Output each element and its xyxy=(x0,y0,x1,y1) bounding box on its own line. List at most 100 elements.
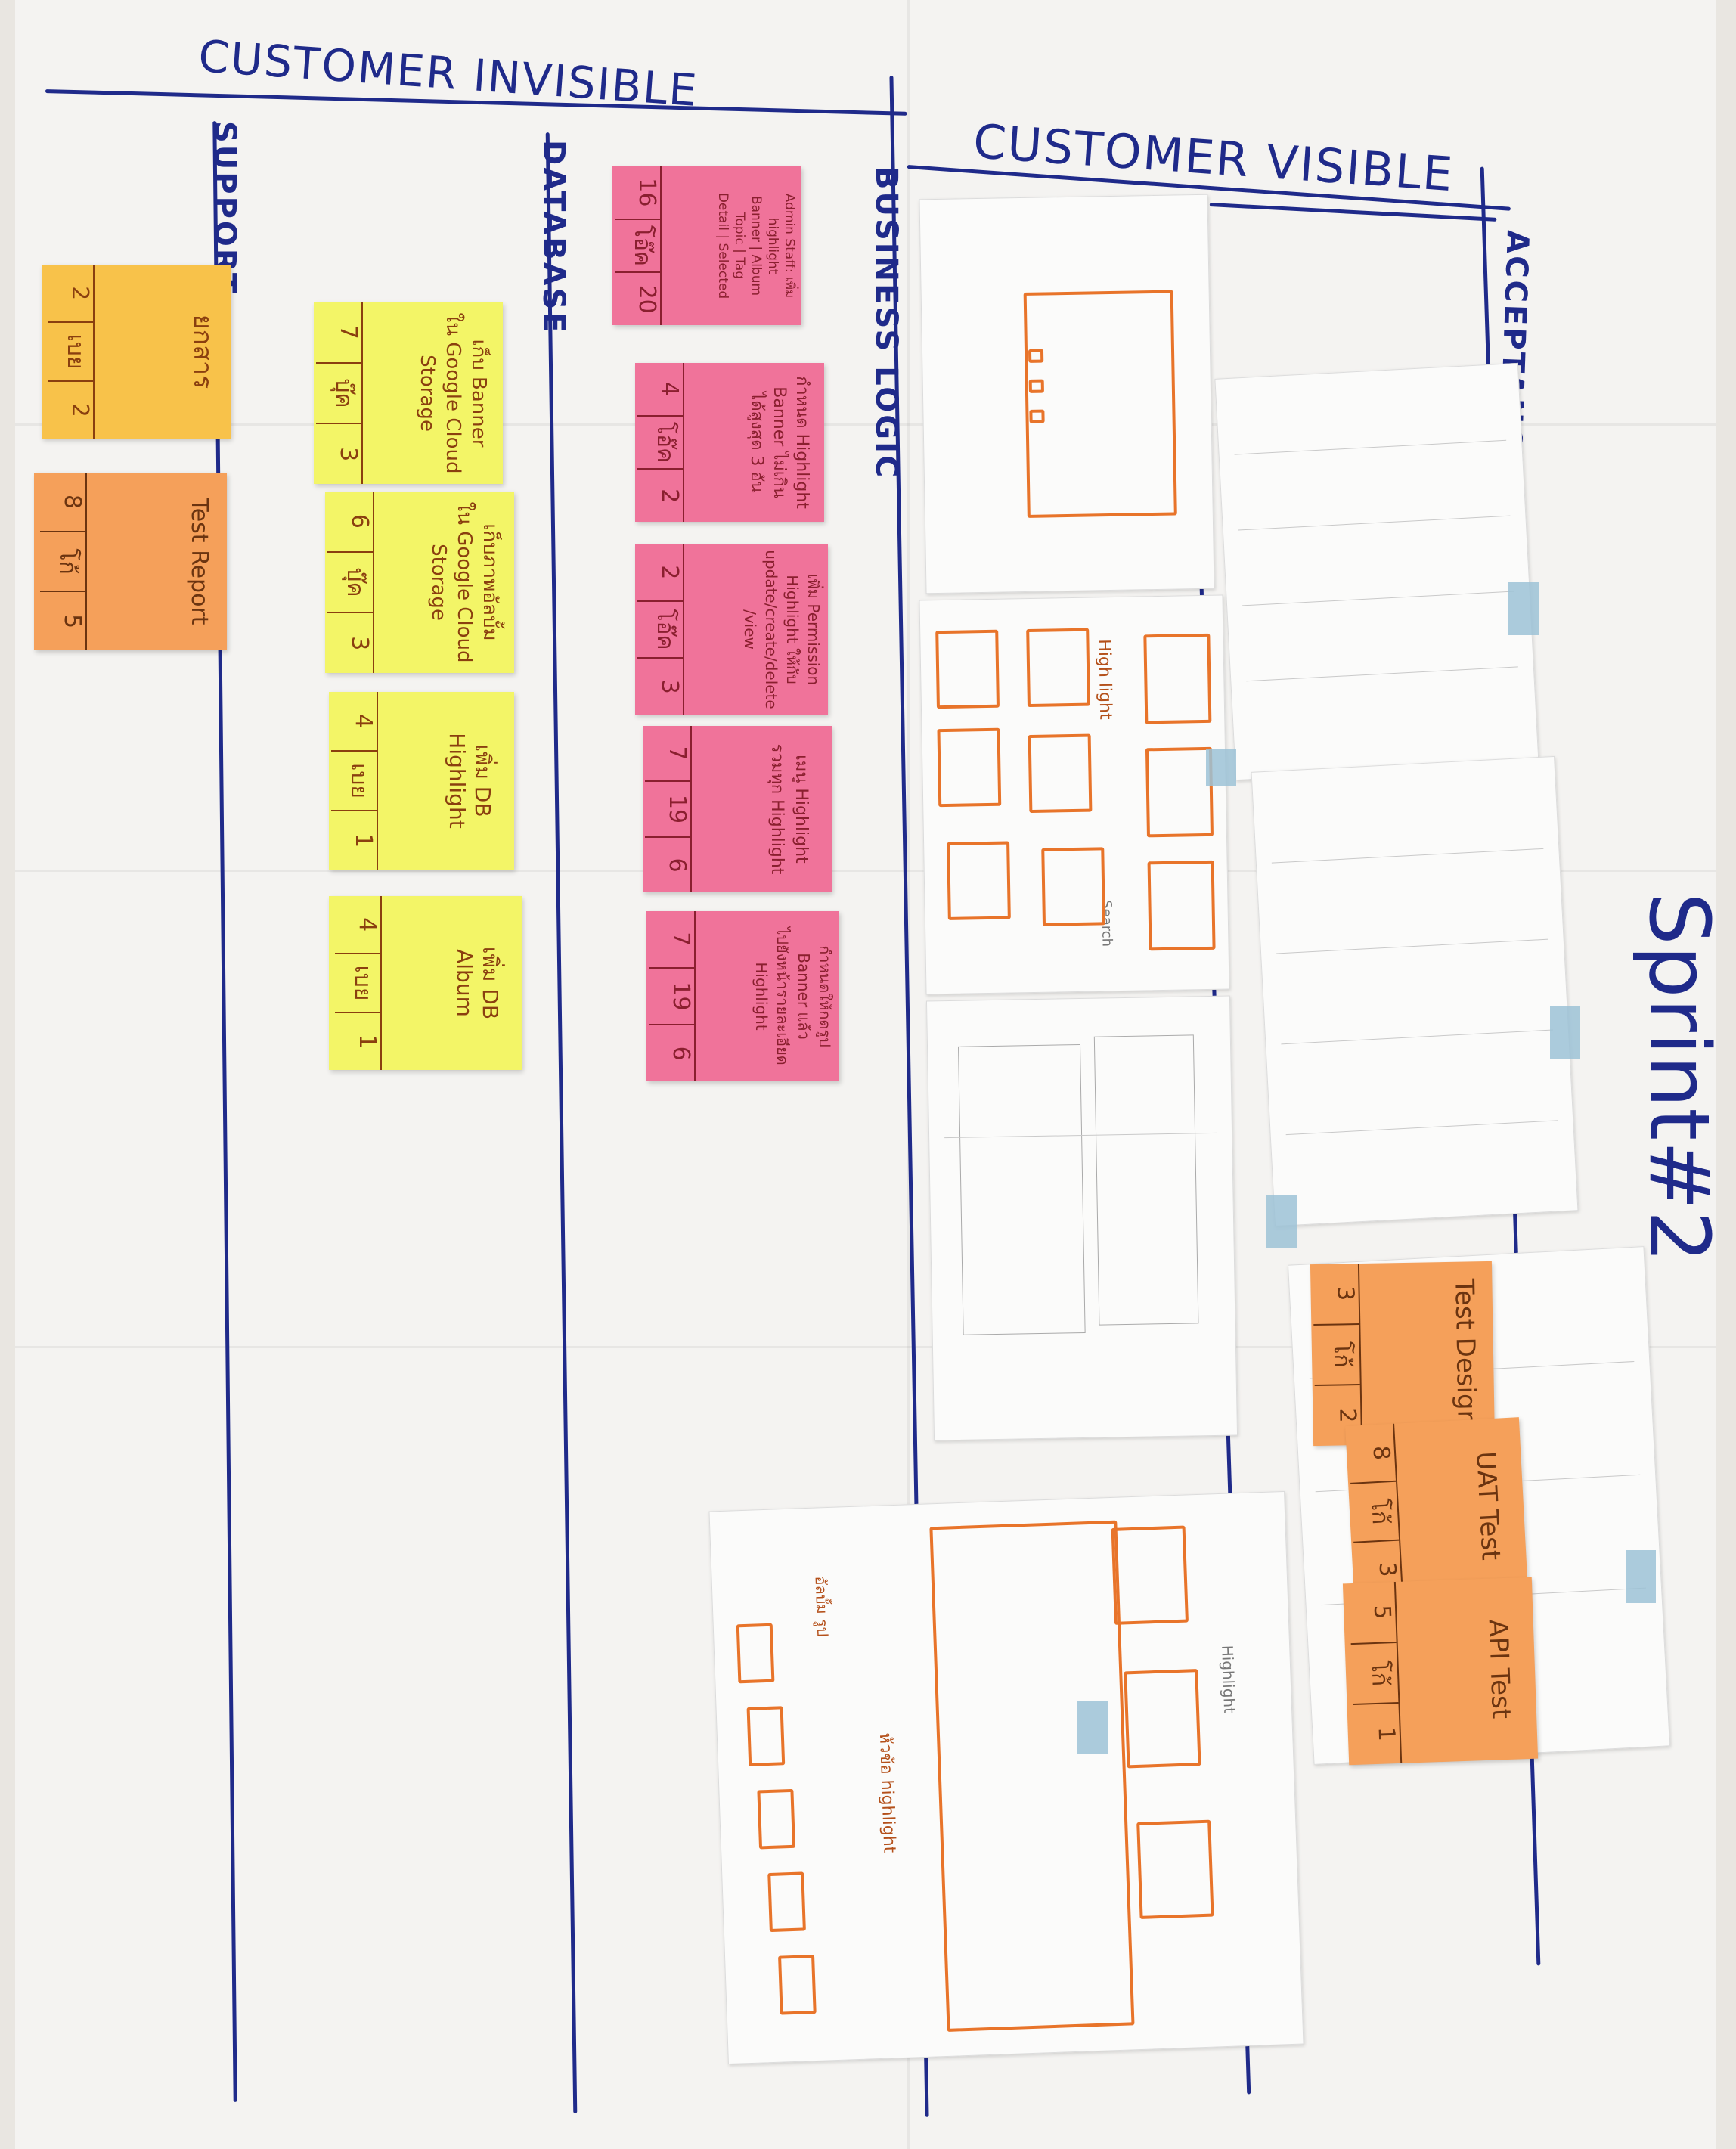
note-owner: โก้ xyxy=(1313,1324,1360,1387)
ui-sketch-banner-page xyxy=(919,194,1215,594)
note-title: เมนู Highlight รวมทุก Highlight xyxy=(767,743,811,875)
banner-large-box xyxy=(929,1520,1135,2032)
note-points: 6 xyxy=(327,492,373,553)
note-title: Test Design xyxy=(1449,1278,1482,1427)
tape-piece xyxy=(1077,1701,1108,1754)
note-hours: 1 xyxy=(350,833,377,848)
note-title: เพิ่ม DB Highlight xyxy=(445,733,495,829)
note-title: API Test xyxy=(1482,1618,1517,1720)
note-meta: 2 เบย 2 xyxy=(48,265,95,439)
note-owner: 19 xyxy=(649,968,694,1026)
table-line xyxy=(1285,1120,1558,1136)
note-title: กำหนดให้กดรูป Banner แล้ว ไปยังหน้ารายละ… xyxy=(752,927,834,1065)
note-points: 8 xyxy=(1347,1423,1397,1485)
note-meta: 4 โอ๊ค 2 xyxy=(637,363,684,522)
note-points: 3 xyxy=(1312,1264,1359,1326)
album-thumb xyxy=(757,1788,796,1850)
album-thumb xyxy=(746,1706,786,1766)
support-note-document: ยกสาร 2 เบย 2 xyxy=(42,265,231,439)
note-points: 5 xyxy=(1348,1582,1397,1645)
note-hours: 5 xyxy=(59,613,85,629)
database-divider xyxy=(545,132,578,2113)
table-line xyxy=(1234,439,1507,455)
database-note-album-storage: เก็บภาพอัลบั้ม ใน Google Cloud Storage 6… xyxy=(325,492,514,673)
note-hours: 6 xyxy=(668,1046,694,1061)
ui-sketch-management-form xyxy=(925,995,1238,1441)
note-title: เพิ่ม Permission Highlight ให้กับ update… xyxy=(741,550,823,709)
note-meta: 7 19 6 xyxy=(645,726,692,892)
database-note-banner-storage: เก็บ Banner ใน Google Cloud Storage 7 บุ… xyxy=(314,302,503,484)
note-owner: โก้ xyxy=(1350,1642,1399,1706)
note-hours: 20 xyxy=(634,284,660,314)
note-meta: 8 โก้ 5 xyxy=(40,473,87,650)
image-box xyxy=(1111,1525,1189,1625)
note-meta: 8 โก้ 3 xyxy=(1347,1423,1404,1600)
note-meta: 6 บุ๊ค 3 xyxy=(327,492,374,673)
album-thumb xyxy=(778,1955,817,2015)
table-line xyxy=(1276,938,1548,954)
acceptance-note-api-test: API Test 5 โก้ 1 xyxy=(1342,1577,1539,1766)
whiteboard-poster: CUSTOMER INVISIBLE CUSTOMER VISIBLE SUPP… xyxy=(15,0,1728,2149)
table-line xyxy=(1246,666,1518,682)
tape-piece xyxy=(1550,1006,1580,1059)
thumb-box xyxy=(935,629,1000,709)
logic-note-permission: เพิ่ม Permission Highlight ให้กับ update… xyxy=(635,544,828,715)
form-frame xyxy=(958,1044,1086,1335)
acceptance-note-uat-test: UAT Test 8 โก้ 3 xyxy=(1345,1417,1528,1600)
note-meta: 5 โก้ 1 xyxy=(1348,1581,1403,1766)
note-title: UAT Test xyxy=(1470,1450,1506,1561)
logic-note-banner-limit: กำหนด Highlight Banner ไม่เกิน ได้สูงสุด… xyxy=(635,363,824,522)
business-logic-column-label: BUSINESS LOGIC xyxy=(869,166,904,480)
album-thumb xyxy=(736,1623,775,1684)
note-points: 2 xyxy=(637,544,683,602)
note-meta: 7 19 6 xyxy=(649,911,696,1081)
carousel-dot xyxy=(1028,349,1044,363)
acceptance-test-sheet-1 xyxy=(1214,362,1539,781)
note-owner: เบย xyxy=(48,323,93,382)
admin-row-box xyxy=(1143,633,1212,724)
fold-crease xyxy=(15,870,1716,872)
note-owner: เบย xyxy=(335,954,380,1013)
ui-sketch-detail-page: อัลบั้ม รูป หัวข้อ highlight Highlight xyxy=(708,1490,1304,2065)
note-points: 7 xyxy=(316,302,361,364)
note-points: 7 xyxy=(645,726,690,782)
note-title: เก็บภาพอัลบั้ม ใน Google Cloud Storage xyxy=(427,501,501,663)
note-hours: 1 xyxy=(1372,1726,1400,1742)
note-title: เพิ่ม DB Album xyxy=(452,946,503,1020)
logic-note-banner-link: กำหนดให้กดรูป Banner แล้ว ไปยังหน้ารายละ… xyxy=(646,911,839,1081)
note-hours: 2 xyxy=(656,488,683,504)
note-points: 7 xyxy=(649,911,694,969)
note-title: Test Report xyxy=(186,498,212,625)
tape-piece xyxy=(1626,1550,1656,1603)
note-hours: 6 xyxy=(664,857,690,873)
image-box xyxy=(1124,1669,1201,1769)
note-meta: 4 เบย 1 xyxy=(331,692,378,870)
note-owner: 19 xyxy=(645,782,690,838)
note-meta: 3 โก้ 2 xyxy=(1312,1263,1363,1447)
note-hours: 3 xyxy=(346,636,373,651)
note-owner: บุ๊ค xyxy=(316,363,361,425)
database-note-db-highlight: เพิ่ม DB Highlight 4 เบย 1 xyxy=(329,692,514,870)
acceptance-test-sheet-2 xyxy=(1251,755,1579,1227)
table-line xyxy=(1271,848,1544,864)
admin-row-box xyxy=(1145,746,1214,838)
thumb-box xyxy=(937,727,1002,808)
note-owner: โก้ xyxy=(1350,1482,1400,1543)
album-label: อัลบั้ม รูป xyxy=(811,1575,832,1637)
table-line xyxy=(1281,1029,1553,1045)
note-meta: 16 โอ๊ค 20 xyxy=(615,166,662,325)
note-meta: 2 โอ๊ค 3 xyxy=(637,544,684,715)
note-points: 4 xyxy=(637,363,683,417)
note-meta: 4 เบย 1 xyxy=(335,896,382,1070)
note-hours: 1 xyxy=(354,1034,380,1049)
fold-crease xyxy=(15,423,1716,426)
note-title: เก็บ Banner ใน Google Cloud Storage xyxy=(416,312,490,474)
table-line xyxy=(1242,591,1514,606)
thumb-box xyxy=(947,841,1011,920)
database-note-db-album: เพิ่ม DB Album 4 เบย 1 xyxy=(329,896,522,1070)
note-title: Admin Staff: เพิ่ม highlight Banner | Al… xyxy=(715,192,797,299)
note-points: 4 xyxy=(331,692,377,752)
thumb-box xyxy=(1028,733,1093,814)
note-points: 2 xyxy=(48,265,93,324)
logic-note-highlight-menu: เมนู Highlight รวมทุก Highlight 7 19 6 xyxy=(643,726,832,892)
